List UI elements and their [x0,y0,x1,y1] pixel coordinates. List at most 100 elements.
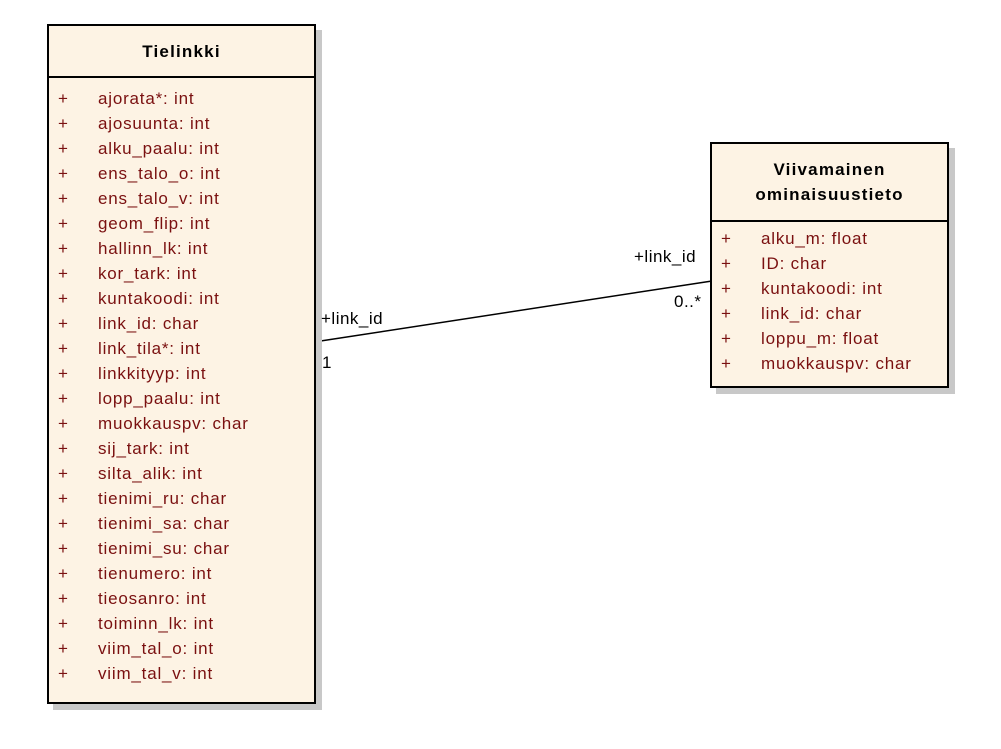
viivamainen-attribute-row[interactable]: + muokkauspv: char [712,351,947,376]
visibility-public-marker: + [58,638,69,658]
viivamainen-attribute-row[interactable]: + alku_m: float [712,226,947,251]
visibility-public-marker: + [58,288,69,308]
tielinkki-attribute-row[interactable]: +ajorata*: int [49,86,314,111]
visibility-public-marker: + [58,263,69,283]
tielinkki-attribute-row[interactable]: + viim_tal_o: int [49,636,314,661]
class-tielinkki-name: Tielinkki [49,26,314,78]
tielinkki-attribute-row[interactable]: + lopp_paalu: int [49,386,314,411]
visibility-public-marker: + [58,488,69,508]
viivamainen-attribute-row[interactable]: + loppu_m: float [712,326,947,351]
tielinkki-attribute-text: ajosuunta: int [98,113,211,133]
tielinkki-attribute-text: linkkityyp: int [98,363,207,383]
tielinkki-attribute-row[interactable]: + kor_tark: int [49,261,314,286]
association-right-role: +link_id [634,247,697,266]
tielinkki-attribute-row[interactable]: +ens_talo_v: int [49,186,314,211]
visibility-public-marker: + [721,353,732,373]
tielinkki-attribute-row[interactable]: + tienimi_sa: char [49,511,314,536]
class-viivamainen-title-line-2: ominaisuustieto [755,185,904,204]
visibility-public-marker: + [58,163,69,183]
tielinkki-attribute-row[interactable]: + kuntakoodi: int [49,286,314,311]
tielinkki-attribute-row[interactable]: + muokkauspv: char [49,411,314,436]
tielinkki-attribute-text: tienimi_sa: char [98,513,230,533]
tielinkki-attribute-row[interactable]: + sij_tark: int [49,436,314,461]
viivamainen-attribute-row[interactable]: + link_id: char [712,301,947,326]
tielinkki-attribute-text: viim_tal_o: int [98,638,214,658]
tielinkki-attribute-text: lopp_paalu: int [98,388,221,408]
tielinkki-attribute-text: kor_tark: int [98,263,198,283]
class-viivamainen-attributes: +alku_m: float+ID: char+kuntakoodi: int+… [712,222,947,376]
tielinkki-attribute-row[interactable]: + hallinn_lk: int [49,236,314,261]
tielinkki-attribute-text: viim_tal_v: int [98,663,213,683]
class-tielinkki[interactable]: Tielinkki +ajorata*: int+ajosuunta: int+… [47,24,316,704]
tielinkki-attribute-row[interactable]: + tienimi_ru: char [49,486,314,511]
visibility-public-marker: + [58,663,69,683]
tielinkki-attribute-text: alku_paalu: int [98,138,220,158]
visibility-public-marker: + [58,88,69,108]
visibility-public-marker: + [58,413,69,433]
tielinkki-attribute-row[interactable]: + toiminn_lk: int [49,611,314,636]
viivamainen-attribute-text: loppu_m: float [761,328,879,348]
visibility-public-marker: + [721,253,732,273]
association-left-role: +link_id [321,309,384,328]
tielinkki-attribute-text: tienimi_ru: char [98,488,228,508]
viivamainen-attribute-text: link_id: char [761,303,863,323]
class-viivamainen-title-line-1: Viivamainen [773,160,886,179]
visibility-public-marker: + [721,278,732,298]
visibility-public-marker: + [58,363,69,383]
visibility-public-marker: + [58,588,69,608]
class-viivamainen-name: Viivamainen ominaisuustieto [712,144,947,222]
tielinkki-attribute-text: link_tila*: int [98,338,201,358]
visibility-public-marker: + [58,538,69,558]
tielinkki-attribute-text: muokkauspv: char [98,413,249,433]
tielinkki-attribute-row[interactable]: + tieosanro: int [49,586,314,611]
tielinkki-attribute-text: sij_tark: int [98,438,190,458]
viivamainen-attribute-text: alku_m: float [761,228,868,248]
association-line[interactable] [313,280,713,343]
viivamainen-attribute-row[interactable]: + kuntakoodi: int [712,276,947,301]
class-tielinkki-attributes: +ajorata*: int+ajosuunta: int+alku_paalu… [49,78,314,686]
visibility-public-marker: + [58,438,69,458]
tielinkki-attribute-text: hallinn_lk: int [98,238,209,258]
visibility-public-marker: + [58,213,69,233]
tielinkki-attribute-row[interactable]: + link_id: char [49,311,314,336]
viivamainen-attribute-text: muokkauspv: char [761,353,912,373]
tielinkki-attribute-row[interactable]: +alku_paalu: int [49,136,314,161]
viivamainen-attribute-text: kuntakoodi: int [761,278,883,298]
tielinkki-attribute-row[interactable]: + geom_flip: int [49,211,314,236]
visibility-public-marker: + [58,238,69,258]
tielinkki-attribute-row[interactable]: + linkkityyp: int [49,361,314,386]
tielinkki-attribute-row[interactable]: + link_tila*: int [49,336,314,361]
tielinkki-attribute-text: tienimi_su: char [98,538,230,558]
tielinkki-attribute-text: toiminn_lk: int [98,613,214,633]
tielinkki-attribute-text: tieosanro: int [98,588,207,608]
tielinkki-attribute-row[interactable]: +silta_alik: int [49,461,314,486]
visibility-public-marker: + [721,228,732,248]
class-tielinkki-title: Tielinkki [142,41,221,61]
visibility-public-marker: + [58,313,69,333]
tielinkki-attribute-row[interactable]: + ens_talo_o: int [49,161,314,186]
tielinkki-attribute-text: ens_talo_o: int [98,163,221,183]
class-viivamainen-ominaisuustieto[interactable]: Viivamainen ominaisuustieto + alku_m: flo… [710,142,949,388]
tielinkki-attribute-row[interactable]: + tienumero: int [49,561,314,586]
tielinkki-attribute-text: geom_flip: int [98,213,211,233]
visibility-public-marker: + [58,188,69,208]
visibility-public-marker: + [58,388,69,408]
visibility-public-marker: + [58,613,69,633]
tielinkki-attribute-row[interactable]: + tienimi_su: char [49,536,314,561]
tielinkki-attribute-text: tienumero: int [98,563,213,583]
association-left-multiplicity: 1 [322,353,332,372]
visibility-public-marker: + [58,463,69,483]
tielinkki-attribute-row[interactable]: + viim_tal_v: int [49,661,314,686]
tielinkki-attribute-text: kuntakoodi: int [98,288,220,308]
viivamainen-attribute-row[interactable]: + ID: char [712,251,947,276]
tielinkki-attribute-text: link_id: char [98,313,200,333]
visibility-public-marker: + [58,513,69,533]
visibility-public-marker: + [721,303,732,323]
visibility-public-marker: + [721,328,732,348]
visibility-public-marker: + [58,113,69,133]
tielinkki-attribute-row[interactable]: + ajosuunta: int [49,111,314,136]
viivamainen-attribute-text: ID: char [761,253,827,273]
visibility-public-marker: + [58,338,69,358]
visibility-public-marker: + [58,563,69,583]
